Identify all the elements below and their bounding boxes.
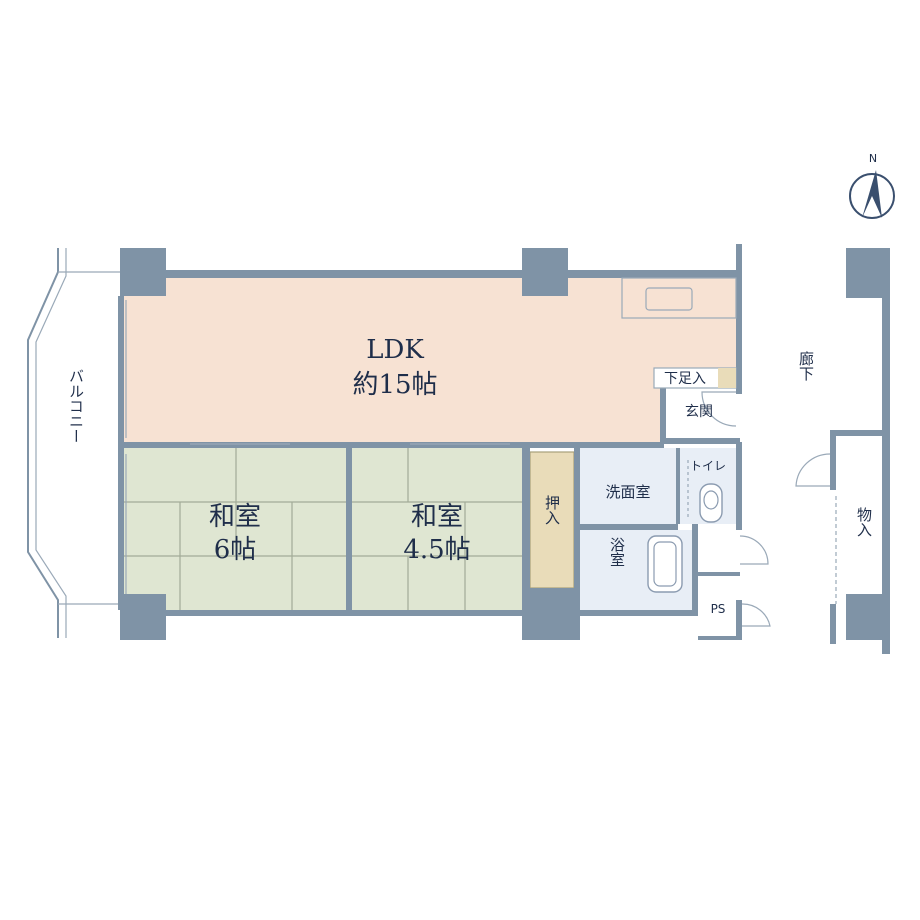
washitsu-6-floor [124, 448, 346, 610]
senmen-label: 洗面室 [605, 483, 650, 501]
tatami-lines-45 [352, 448, 522, 610]
compass-label: N [869, 152, 877, 165]
balcony [27, 248, 120, 638]
walls [118, 244, 742, 640]
getabako [653, 367, 737, 389]
compass: N [849, 152, 895, 219]
tatami-lines-6 [124, 448, 346, 610]
pillars [120, 248, 580, 640]
compass-arrow-icon [862, 170, 882, 218]
entrance-door [701, 391, 737, 427]
balcony-label: バルコニー [67, 369, 85, 444]
bath-label: 浴室 [608, 537, 626, 567]
toilet-label: トイレ [690, 459, 726, 473]
bathtub [647, 535, 683, 593]
oshiire-label: 押入 [543, 495, 561, 525]
ldk-name: LDK [366, 335, 424, 365]
washitsu-45-floor [352, 448, 522, 610]
genkan-floor [664, 388, 738, 442]
ldk-size: 約15帖 [352, 370, 437, 400]
washitsu-6-name: 和室 [209, 502, 261, 532]
rouka-label: 廊下 [797, 351, 815, 381]
ldk-floor [124, 278, 738, 442]
washitsu-45-name: 和室 [411, 502, 463, 532]
genkan-label: 玄関 [685, 403, 713, 420]
washitsu-45-size: 4.5帖 [403, 535, 470, 565]
kitchen-counter [621, 277, 737, 319]
monoire-label: 物入 [855, 507, 873, 537]
toilet-fixture [687, 460, 723, 523]
bath-door [739, 535, 771, 627]
getabako-label: 下足入 [664, 371, 706, 387]
washitsu-6-size: 6帖 [214, 535, 257, 565]
corridor-side [795, 248, 890, 654]
windows-left [125, 300, 510, 604]
ps-label: PS [711, 602, 726, 616]
senmen-floor [580, 448, 676, 524]
